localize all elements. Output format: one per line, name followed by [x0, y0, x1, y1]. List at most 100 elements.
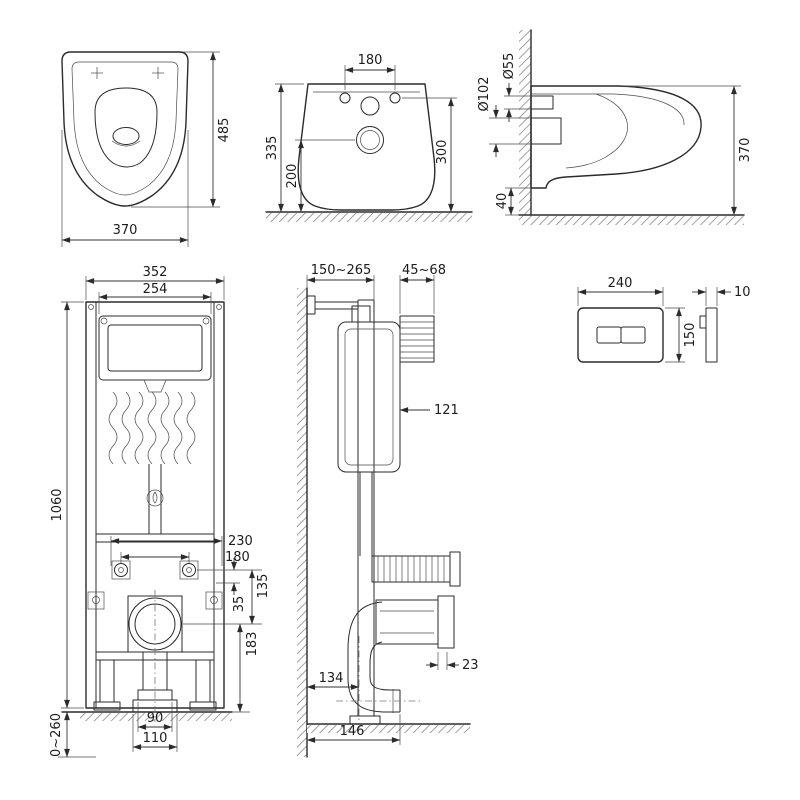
- dim-135-label: 135: [256, 574, 271, 599]
- bowl-side-outline: [530, 85, 702, 189]
- bowl-side-rim: [531, 93, 685, 126]
- dim-sleeve-range-label: 45~68: [402, 263, 446, 278]
- bowl-front-view: 485 370: [61, 51, 232, 247]
- bolt-hole-right: [389, 92, 401, 104]
- fill-valve-cap: [351, 305, 371, 323]
- frame-ground-hatch: [80, 713, 232, 721]
- fixing-cross-marks: [91, 67, 164, 79]
- cistern-screw-left: [100, 317, 108, 325]
- cistern-side: [337, 321, 401, 473]
- frame-screw-right: [216, 304, 222, 310]
- bowl-back-outline: [297, 83, 436, 211]
- flush-plate-front: [577, 307, 664, 363]
- dim-drain-height-label: 200: [285, 164, 300, 189]
- bowl-drain-shadow: [111, 140, 141, 147]
- dim-plate-thickness-label: 10: [734, 285, 751, 300]
- bowl-drain: [112, 127, 140, 145]
- dim-frame-width-label: 352: [143, 265, 168, 280]
- fixing-rod-left-center: [118, 567, 124, 573]
- foot-right: [189, 701, 217, 711]
- fixing-rod-left: [114, 563, 128, 577]
- dim-plate-width-label: 240: [608, 276, 633, 291]
- leg-right: [195, 659, 211, 703]
- dim-23-label: 23: [462, 658, 479, 673]
- wall-bracket-right-hole: [210, 596, 218, 604]
- brand-emblem-drop: [152, 491, 158, 504]
- flush-plate-geometry: [577, 307, 718, 363]
- dim-outlet-90-label: 90: [147, 711, 164, 726]
- drain-bend-outer: [347, 601, 400, 713]
- insulation-wavy-lines: [108, 391, 196, 465]
- side-floor-hatch: [307, 725, 470, 733]
- side-wall-hatch: [297, 288, 307, 757]
- wall-bracket-left: [87, 591, 105, 610]
- bowl-side-geometry: [518, 29, 745, 225]
- floor-hatch: [519, 216, 744, 225]
- frame-side-dimension-lines: [306, 275, 459, 745]
- frame-screw-left: [88, 304, 94, 310]
- frame-outer: [85, 301, 225, 709]
- dim-bowl-height-label: 485: [217, 118, 232, 143]
- cistern-side-inner: [344, 328, 394, 466]
- dim-bowl-depth-label: 370: [738, 138, 753, 163]
- bowl-side-dimension-lines: [489, 83, 741, 216]
- flush-button-large: [620, 326, 646, 344]
- cistern-front: [98, 315, 212, 381]
- bolt-hole-left: [339, 92, 351, 104]
- dim-frame-height-label: 1060: [50, 488, 65, 521]
- bowl-opening: [94, 87, 158, 168]
- water-inlet-stub: [531, 95, 554, 110]
- ground-hatch: [266, 213, 472, 222]
- fixing-rod-right: [182, 563, 196, 577]
- dim-holes-height-label: 300: [435, 140, 450, 165]
- bowl-front-dimension-lines: [61, 51, 220, 247]
- foot-left: [93, 701, 121, 711]
- frame-front-geometry: [58, 301, 233, 758]
- cistern-screw-right: [202, 317, 210, 325]
- wall-bracket-right: [205, 591, 223, 610]
- dim-depth-range-label: 150~265: [311, 263, 372, 278]
- dim-hole-spacing-label: 180: [358, 53, 383, 68]
- wall-sleeve: [399, 315, 435, 363]
- leg-left: [99, 659, 115, 703]
- drain-hole-outer: [356, 126, 384, 154]
- flush-plate-side: [705, 307, 718, 363]
- frame-side-view: 150~265 45~68 121 134 23 146: [297, 263, 479, 758]
- wall-bracket-left-hole: [92, 596, 100, 604]
- water-inlet-hole: [360, 96, 380, 116]
- dim-plate-height-label: 150: [683, 323, 698, 348]
- bowl-inner-rim: [71, 61, 179, 196]
- dim-134-label: 134: [319, 671, 344, 686]
- wall-bracket-plate: [306, 295, 316, 315]
- dim-cistern-width-label: 254: [143, 282, 168, 297]
- dim-total-height-label: 335: [265, 136, 280, 161]
- bowl-side-view: Ø55 Ø102 370 40: [477, 29, 753, 225]
- dim-inlet-diameter-label: Ø55: [502, 53, 517, 80]
- flush-plate-clip: [699, 315, 707, 329]
- bowl-back-view: 180 335 200 300: [265, 53, 473, 222]
- dim-146-label: 146: [340, 724, 365, 739]
- dim-feet-range-label: 0~260: [49, 713, 64, 757]
- dim-121-label: 121: [434, 403, 459, 418]
- side-foot-plate: [349, 715, 381, 725]
- flush-plate-dimension-lines: [577, 287, 731, 363]
- frame-side-geometry: [297, 287, 471, 758]
- dim-outlet-diameter-label: Ø102: [477, 76, 492, 111]
- dim-35-label: 35: [232, 596, 247, 613]
- dim-rods-230-label: 230: [228, 534, 253, 549]
- drain-hole-inner: [360, 130, 380, 150]
- brand-emblem: [146, 489, 164, 507]
- cistern-access-window: [107, 324, 203, 372]
- fixing-rod-right-center: [186, 567, 192, 573]
- wall-hatch: [519, 30, 531, 215]
- frame-front-view: 352 254 1060 230 180 35 135 183 0~260 90…: [49, 265, 271, 758]
- flush-button-small: [596, 326, 622, 344]
- flush-plate-view: 240 150 10: [577, 276, 751, 363]
- waste-socket-side: [375, 595, 455, 649]
- drain-bend-inner: [369, 641, 400, 691]
- drain-outlet-stub: [531, 117, 562, 145]
- dim-183-label: 183: [245, 632, 260, 657]
- dim-outlet-110-label: 110: [143, 731, 168, 746]
